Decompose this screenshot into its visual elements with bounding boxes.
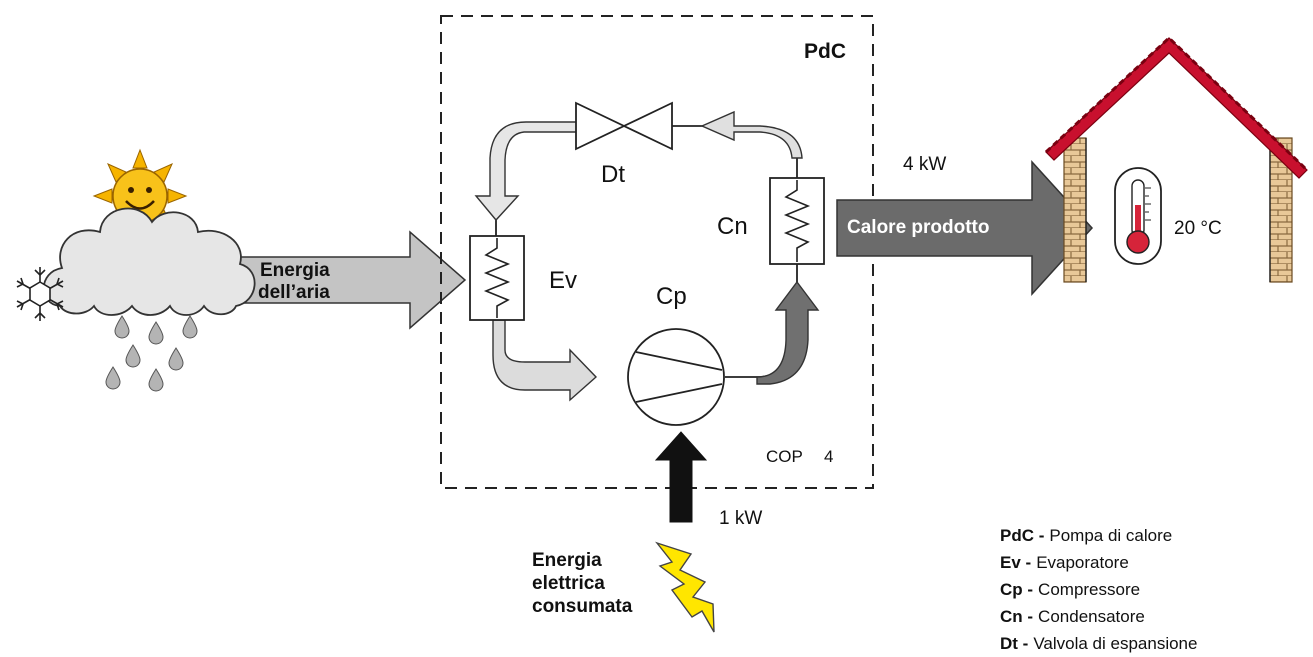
flow-arrow-compressor-out	[756, 280, 820, 385]
air-energy-label-1: Energia	[260, 260, 330, 281]
lightning-icon	[655, 541, 715, 633]
cop-value: 4	[824, 447, 833, 466]
legend-item: PdC -Pompa di calore	[1000, 526, 1172, 545]
cloud-icon	[42, 207, 256, 316]
raindrop-icon	[125, 344, 141, 368]
legend: PdC -Pompa di calore Ev -Evaporatore Cp …	[1000, 526, 1197, 653]
raindrop-icon	[168, 347, 184, 371]
condenser	[769, 177, 825, 265]
evaporator	[469, 235, 525, 321]
legend-item: Cp -Compressore	[1000, 580, 1140, 599]
electric-label-2: elettrica	[532, 573, 605, 594]
compressor-label: Cp	[656, 283, 687, 310]
raindrop-icon	[105, 366, 121, 390]
snowflake-icon	[16, 267, 64, 321]
raindrops	[105, 315, 198, 392]
electric-label-1: Energia	[532, 550, 602, 571]
thermometer-icon	[1114, 167, 1162, 265]
valve-label: Dt	[601, 161, 625, 188]
raindrop-icon	[182, 315, 198, 339]
condenser-label: Cn	[717, 213, 748, 240]
expansion-valve	[575, 101, 673, 151]
heat-output-value: 4 kW	[903, 154, 946, 175]
raindrop-icon	[114, 315, 130, 339]
raindrop-icon	[148, 368, 164, 392]
legend-item: Dt -Valvola di espansione	[1000, 634, 1197, 653]
house-icon	[1044, 35, 1309, 283]
raindrop-icon	[148, 321, 164, 345]
compressor	[627, 328, 725, 426]
electric-energy-arrow	[654, 431, 708, 523]
sun-icon	[92, 148, 188, 244]
legend-item: Ev -Evaporatore	[1000, 553, 1129, 572]
house-temperature: 20 °C	[1174, 218, 1222, 239]
electric-label-3: consumata	[532, 596, 633, 617]
heat-pump-title: PdC	[804, 40, 846, 63]
flow-arrow-condenser-out	[700, 110, 803, 159]
heat-output-arrow	[836, 160, 1094, 296]
cop-label: COP	[766, 447, 803, 466]
air-energy-label-2: dell’aria	[258, 282, 330, 303]
flow-arrow-evaporator-out	[492, 319, 598, 402]
legend-item: Cn -Condensatore	[1000, 607, 1145, 626]
evaporator-label: Ev	[549, 267, 577, 294]
heat-output-label: Calore prodotto	[847, 217, 990, 238]
flow-arrow-valve-out	[474, 121, 581, 222]
electric-value-label: 1 kW	[719, 508, 762, 529]
